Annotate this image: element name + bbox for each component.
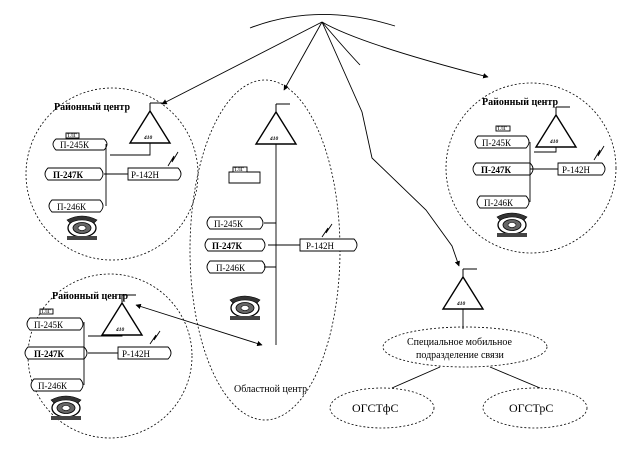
regional-center: 410 ТЛГ П-245К П-247К П-246К Р-142Н Обла… — [189, 79, 358, 421]
district-center-top-right: Районный центр 410 ТЛГ П-245К П-247К П-2… — [445, 82, 617, 254]
antenna-410-label: 410 — [269, 136, 279, 142]
station-246-label: П-246К — [38, 381, 68, 391]
tlg-label: ТЛГ — [497, 126, 507, 132]
district-label: Районный центр — [52, 291, 128, 302]
tlg-label: ТЛГ — [41, 309, 51, 315]
antenna-410-label: 410 — [115, 327, 125, 333]
mobile-unit: 410 Специальное мобильное подразделение … — [329, 268, 588, 429]
station-247-label: П-247К — [481, 165, 511, 175]
district-regional-link — [135, 303, 263, 347]
station-245-label: П-245К — [214, 219, 244, 229]
station-245-label: П-245К — [60, 140, 90, 150]
antenna-410-label: 410 — [549, 139, 559, 145]
broadcast-arrows — [161, 21, 489, 267]
radio-142-label: Р-142Н — [562, 165, 591, 175]
antenna-410-label: 410 — [143, 135, 153, 141]
tlg-label: ТЛГ — [67, 133, 77, 139]
tlg-label: ТЛГ — [234, 167, 244, 173]
district-center-bottom-left: Районный центр 410 ТЛГ П-245К П-247К П-2… — [24, 273, 193, 439]
district-label: Районный центр — [482, 97, 558, 108]
ogst-rs-label: ОГСТрС — [509, 401, 553, 415]
radio-142-label: Р-142Н — [122, 349, 151, 359]
station-247-label: П-247К — [53, 170, 83, 180]
station-247-label: П-247К — [34, 349, 64, 359]
mobile-unit-line2: подразделение связи — [416, 350, 505, 361]
district-label: Районный центр — [54, 102, 130, 113]
station-246-label: П-246К — [484, 198, 514, 208]
station-245-label: П-245К — [482, 138, 512, 148]
station-246-label: П-246К — [216, 263, 246, 273]
ogst-fs-label: ОГСТфС — [352, 401, 399, 415]
station-246-label: П-246К — [57, 202, 87, 212]
station-245-label: П-245К — [34, 320, 64, 330]
mobile-unit-line1: Специальное мобильное — [407, 337, 512, 348]
station-247-label: П-247К — [212, 241, 242, 251]
regional-label: Областной центр — [234, 384, 307, 395]
district-center-top-left: Районный центр 410 ТЛГ П-245К П-247К П-2… — [25, 87, 199, 261]
antenna-410-label: 410 — [456, 301, 466, 307]
sky-arc — [249, 14, 396, 29]
radio-142-label: Р-142Н — [306, 241, 335, 251]
radio-142-label: Р-142Н — [131, 170, 160, 180]
